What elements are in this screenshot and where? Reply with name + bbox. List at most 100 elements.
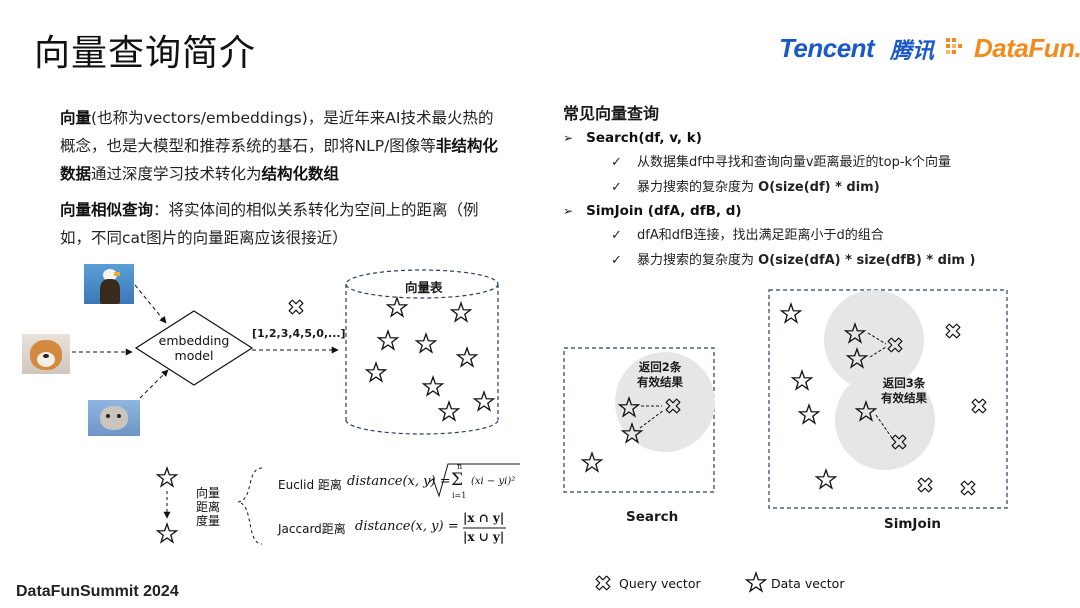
complexity: O(size(dfA) * size(dfB) * dim )	[758, 253, 976, 268]
search-caption: Search	[626, 509, 679, 525]
tencent-logo: Tencent	[779, 33, 875, 63]
query-vector-icon	[288, 299, 304, 315]
legend-query-icon	[595, 575, 611, 591]
jaccard-label: Jaccard距离	[278, 522, 346, 536]
list-item: ✓ 暴力搜索的复杂度为 O(size(df) * dim)	[563, 174, 1068, 199]
metric-label-line1: 向量	[196, 486, 221, 500]
euclid-term: (xi − yi)²	[471, 476, 516, 487]
eagle-image	[84, 264, 134, 304]
metric-label-line2: 距离	[196, 500, 221, 514]
legend-query-label: Query vector	[619, 576, 701, 591]
model-label-line2: model	[174, 348, 214, 363]
star-icon	[791, 370, 813, 390]
euclid-sum-bottom: i=1	[452, 491, 467, 500]
list-item: ✓ 从数据集df中寻找和查询向量v距离最近的top-k个向量	[563, 149, 1068, 174]
page-title: 向量查询简介	[34, 33, 257, 74]
tencent-logo-cn: 腾讯	[890, 39, 935, 64]
star-icon	[581, 452, 603, 472]
star-icon	[438, 401, 460, 421]
vector-table-label: 向量表	[405, 280, 443, 295]
intro-paragraph-2: 向量相似查询：将实体间的相似关系转化为空间上的距离（例如，不同cat图片的向量距…	[60, 196, 505, 252]
star-icon	[365, 362, 387, 382]
list-item: ➢ SimJoin (dfA, dfB, d)	[563, 199, 1068, 222]
footer-brand: DataFunSummit 2024	[16, 583, 179, 600]
list-item: ✓ dfA和dfB连接，找出满足距离小于d的组合	[563, 222, 1068, 247]
simjoin-range-circle-2	[835, 370, 935, 470]
query-list: ➢ Search(df, v, k) ✓ 从数据集df中寻找和查询向量v距离最近…	[563, 126, 1068, 272]
jaccard-denominator: |x ∪ y|	[463, 530, 505, 544]
datafun-logo: DataFun.	[974, 33, 1080, 63]
term-structured: 结构化数组	[261, 165, 340, 183]
arrow-bullet-icon: ➢	[563, 131, 574, 145]
arrow-bullet-icon: ➢	[563, 204, 574, 218]
vector-output-text: [1,2,3,4,5,0,...]	[252, 327, 346, 340]
simjoin-panel-frame	[768, 289, 1008, 509]
simjoin-result-line2: 有效结果	[881, 391, 927, 405]
intro-paragraph-1: 向量(也称为vectors/embeddings)，是近年来AI技术最火热的概念…	[60, 104, 505, 188]
arrow-cat	[139, 369, 169, 399]
simjoin-range-circle-1	[824, 290, 924, 390]
star-icon	[422, 376, 444, 396]
euclid-label: Euclid 距离	[278, 478, 342, 492]
arrow-eagle	[134, 284, 167, 324]
cross-icon	[917, 477, 933, 493]
query-sub-text: 暴力搜索的复杂度为	[637, 180, 759, 195]
star-icon	[780, 303, 802, 323]
list-item: ➢ Search(df, v, k)	[563, 126, 1068, 149]
dog-image	[22, 334, 70, 374]
embedding-model-label: embedding model	[150, 333, 238, 363]
check-icon: ✓	[611, 180, 622, 195]
term-vector: 向量	[60, 109, 92, 127]
legend-data-label: Data vector	[771, 576, 845, 591]
star-icon	[156, 467, 178, 487]
cross-icon	[960, 480, 976, 496]
cross-icon	[945, 323, 961, 339]
intro-text: 通过深度学习技术转化为	[91, 165, 262, 183]
query-item-label: Search(df, v, k)	[586, 130, 702, 146]
simjoin-result-label: 返回3条 有效结果	[881, 376, 927, 406]
euclid-sum-top: n	[457, 462, 463, 471]
term-similarity-query: 向量相似查询	[60, 201, 154, 219]
star-icon	[377, 330, 399, 350]
euclid-formula-lhs: distance(x, y) =	[347, 474, 451, 489]
query-sub-text: 从数据集df中寻找和查询向量v距离最近的top-k个向量	[637, 155, 952, 170]
intro-text: (也称为vectors/embeddings)，是近年来AI技术最火热的概念，也…	[60, 109, 494, 155]
query-sub-text: 暴力搜索的复杂度为	[637, 253, 759, 268]
sigma-icon: Σ	[451, 470, 464, 490]
search-result-label: 返回2条 有效结果	[637, 360, 683, 390]
search-result-line1: 返回2条	[638, 360, 682, 374]
star-icon	[473, 391, 495, 411]
datafun-mark-icon	[946, 38, 962, 54]
metric-brace	[237, 467, 263, 545]
star-icon	[450, 302, 472, 322]
search-range-circle	[615, 352, 715, 452]
simjoin-caption: SimJoin	[884, 516, 941, 532]
query-sub-text: dfA和dfB连接，找出满足距离小于d的组合	[637, 228, 884, 243]
star-icon	[815, 469, 837, 489]
star-icon	[156, 523, 178, 543]
intro-text: ：将实体间的相似关系转化为空间上的距离（例如，不同cat图片的向量距离应该很接近…	[60, 201, 479, 247]
term-unstructured: 非结构化数据	[60, 137, 498, 183]
jaccard-formula-lhs: distance(x, y) =	[355, 519, 459, 534]
list-item: ✓ 暴力搜索的复杂度为 O(size(dfA) * size(dfB) * di…	[563, 247, 1068, 272]
metric-label-line3: 度量	[196, 514, 221, 528]
complexity: O(size(df) * dim)	[758, 180, 880, 195]
simjoin-result-line1: 返回3条	[882, 376, 926, 390]
star-icon	[386, 297, 408, 317]
star-icon	[798, 404, 820, 424]
model-label-line1: embedding	[158, 333, 230, 348]
cat-image	[88, 400, 140, 436]
query-heading: 常见向量查询	[563, 104, 660, 123]
query-item-label: SimJoin (dfA, dfB, d)	[586, 203, 742, 219]
distance-metric-label: 向量 距离 度量	[196, 486, 220, 528]
embedding-model-diamond	[134, 310, 254, 386]
check-icon: ✓	[611, 155, 622, 170]
star-icon	[456, 347, 478, 367]
search-result-line2: 有效结果	[637, 375, 683, 389]
cross-icon	[971, 398, 987, 414]
table-bottom	[345, 419, 499, 435]
check-icon: ✓	[611, 253, 622, 268]
star-icon	[415, 333, 437, 353]
jaccard-numerator: |x ∩ y|	[463, 511, 505, 525]
